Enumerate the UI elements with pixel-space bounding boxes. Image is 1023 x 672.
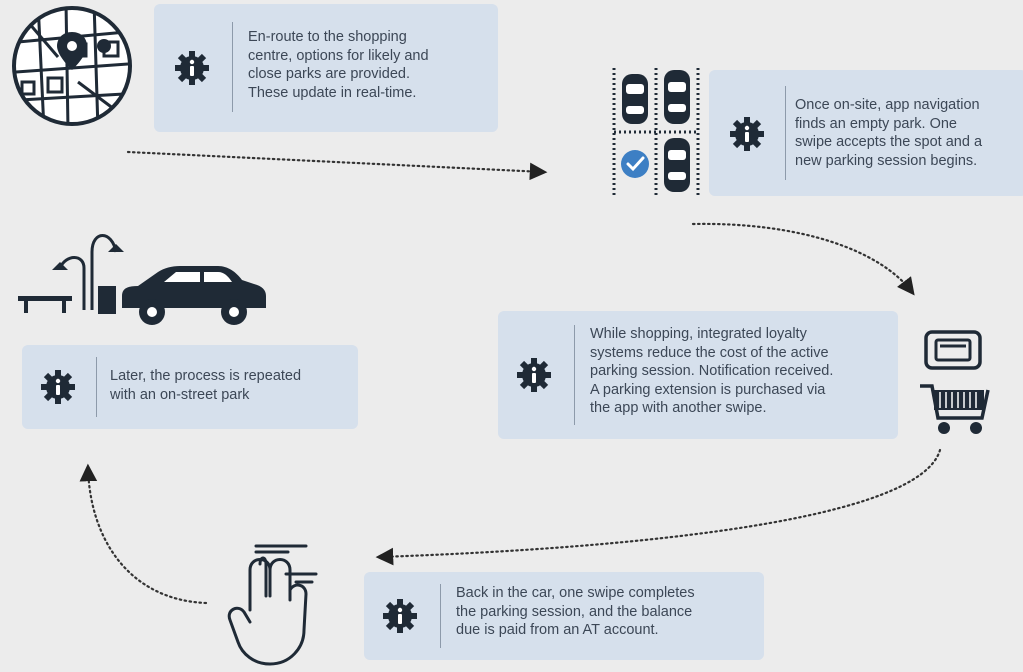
card-divider (785, 86, 786, 180)
gear-info-icon (175, 51, 209, 85)
gear-info-icon (41, 370, 75, 404)
parking-lot-cars-icon (612, 68, 700, 196)
card-divider (96, 357, 97, 417)
street-car-icon (18, 234, 266, 325)
arrow-approach-to-park (126, 150, 548, 181)
step-repeat-text: Later, the process is repeated with an o… (110, 368, 302, 403)
step-return-text: Back in the car, one swipe completes the… (456, 585, 695, 638)
gear-info-icon (730, 117, 764, 151)
step-park-text: Once on-site, app navigation finds an em… (795, 97, 983, 169)
step-approach-card: En-route to the shopping centre, options… (154, 4, 498, 132)
arrow-shopping-to-return (375, 448, 942, 566)
phone-shopping-cart-icon (920, 330, 990, 434)
step-return-card: Back in the car, one swipe completes the… (364, 572, 764, 660)
swipe-hand-icon (227, 544, 318, 666)
step-shopping-card: While shopping, integrated loyalty syste… (498, 311, 898, 439)
arrow-park-to-shopping (691, 222, 915, 296)
gear-info-icon (383, 599, 417, 633)
card-divider (232, 22, 233, 112)
step-approach-text: En-route to the shopping centre, options… (248, 29, 429, 101)
step-shopping-text: While shopping, integrated loyalty syste… (590, 326, 834, 416)
city-map-pin-icon (12, 6, 132, 126)
gear-info-icon (517, 358, 551, 392)
arrow-return-to-repeat (79, 463, 208, 605)
card-divider (440, 584, 441, 648)
step-repeat-card: Later, the process is repeated with an o… (22, 345, 358, 429)
step-park-card: Once on-site, app navigation finds an em… (709, 70, 1023, 196)
card-divider (574, 325, 575, 425)
